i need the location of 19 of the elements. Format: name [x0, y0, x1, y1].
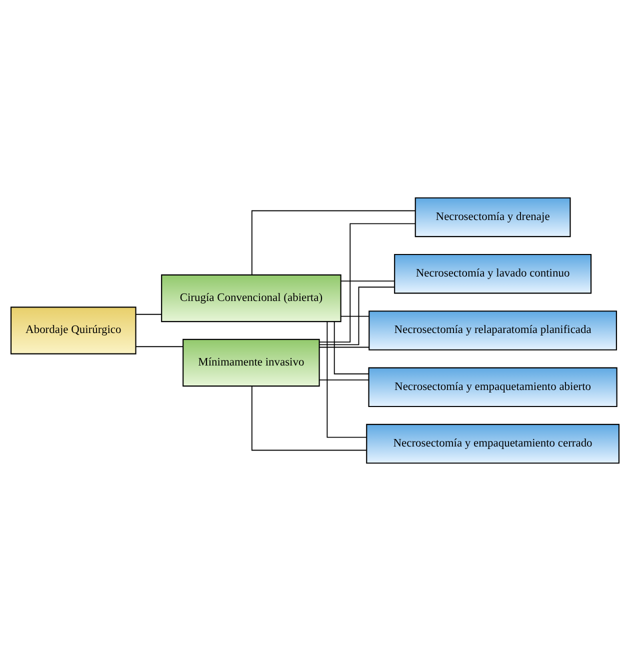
connector	[319, 286, 395, 346]
connector	[340, 316, 370, 317]
connector	[319, 346, 370, 348]
connector	[135, 314, 162, 315]
connector	[318, 223, 416, 343]
connector	[251, 210, 416, 276]
connector	[135, 346, 184, 348]
node-box: Cirugía Convencional (abierta)	[161, 274, 342, 322]
connector	[326, 321, 367, 438]
node-box: Necrosectomía y drenaje	[414, 197, 571, 238]
node-box: Abordaje Quirúrgico	[10, 306, 136, 354]
connector	[334, 321, 370, 374]
connector	[340, 280, 395, 282]
connector	[251, 386, 367, 451]
node-box: Mínimamente invasivo	[182, 338, 320, 387]
node-box: Necrosectomía y empaquetamiento cerrado	[366, 424, 620, 464]
node-box: Necrosectomía y empaquetamiento abierto	[368, 367, 618, 408]
node-box: Necrosectomía y relaparatomía planificada	[368, 310, 617, 350]
node-box: Necrosectomía y lavado continuo	[394, 254, 592, 294]
